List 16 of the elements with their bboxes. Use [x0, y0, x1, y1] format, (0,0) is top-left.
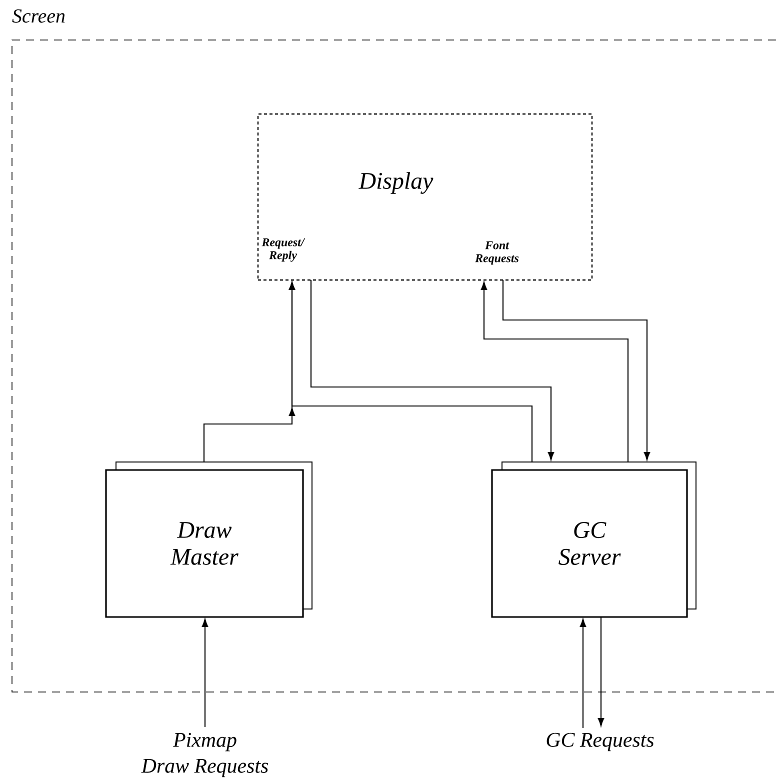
port-label: Request/ Reply [262, 238, 306, 262]
arrow [502, 280, 650, 460]
stacked-process-box: GC Server [491, 462, 696, 618]
box-title: Display [358, 172, 434, 194]
io-label: GC Requests [546, 732, 654, 752]
process-box [257, 113, 593, 281]
arrow [598, 617, 604, 726]
stacked-process-box: Draw Master [105, 462, 312, 618]
arrow [310, 280, 554, 460]
arrow [480, 282, 629, 462]
region-heading: Screen [12, 9, 65, 23]
arrow [288, 282, 533, 462]
io-label: Pixmap Draw Requests [141, 732, 268, 778]
arrow [580, 618, 586, 728]
arrow [202, 618, 208, 727]
port-label: Font Requests [475, 241, 519, 265]
